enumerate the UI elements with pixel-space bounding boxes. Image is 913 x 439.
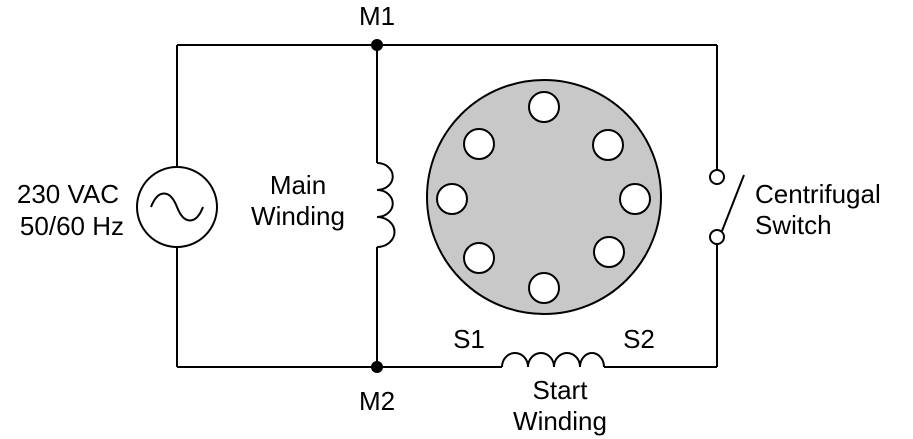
- centrifugal-switch: [709, 169, 745, 245]
- rotor-hole: [528, 272, 560, 304]
- main-winding-coil: [376, 162, 396, 248]
- rotor-hole: [436, 183, 468, 215]
- source-voltage-label: 230 VAC: [17, 179, 119, 209]
- switch-blade: [721, 174, 745, 232]
- rotor: [426, 79, 662, 315]
- source-frequency-label: 50/60 Hz: [20, 211, 124, 241]
- rotor-hole: [592, 129, 624, 161]
- junction-m2: [371, 361, 383, 373]
- rotor-hole: [619, 183, 651, 215]
- ac-source: [136, 166, 218, 248]
- wiring: [176, 44, 718, 368]
- rotor-hole: [463, 242, 495, 274]
- main-winding-label-line1: Main: [270, 170, 326, 200]
- label-m2: M2: [359, 386, 395, 416]
- switch-label-line2: Switch: [755, 210, 832, 240]
- main-winding-label-line2: Winding: [251, 201, 345, 231]
- rotor-hole: [463, 128, 495, 160]
- label-s1: S1: [453, 324, 485, 354]
- switch-contact-top: [709, 169, 725, 185]
- start-winding-coil: [501, 352, 605, 368]
- label-s2: S2: [623, 324, 655, 354]
- switch-contact-bottom: [709, 229, 725, 245]
- rotor-hole: [528, 91, 560, 123]
- junction-m1: [371, 39, 383, 51]
- sine-wave-icon: [150, 192, 204, 222]
- rotor-hole: [593, 236, 625, 268]
- switch-label-line1: Centrifugal: [755, 179, 881, 209]
- start-winding-label-line2: Winding: [513, 406, 607, 436]
- label-m1: M1: [359, 1, 395, 31]
- start-winding-label-line1: Start: [533, 375, 589, 405]
